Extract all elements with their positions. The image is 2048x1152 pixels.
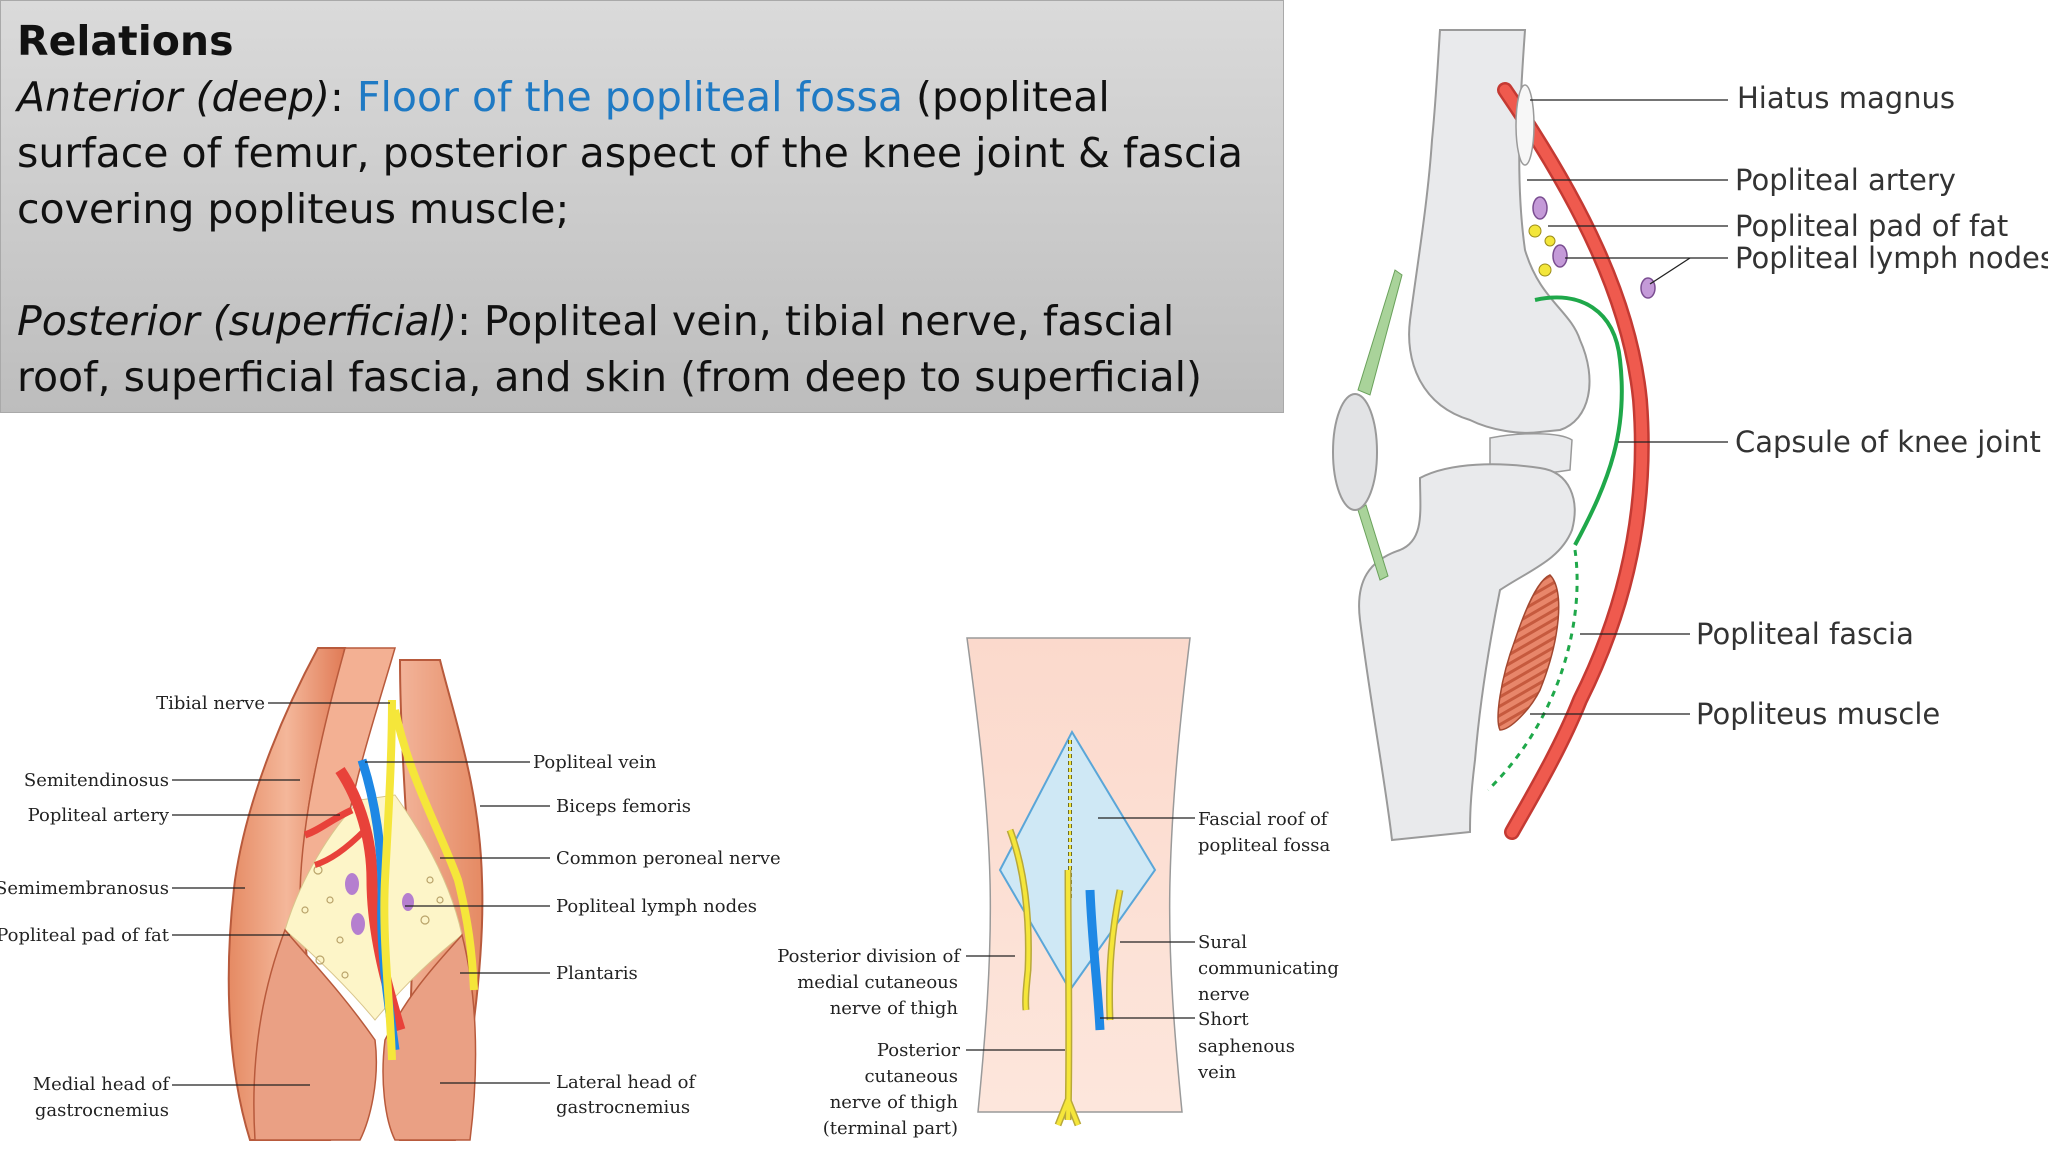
fossa-lymph-node: [345, 873, 359, 895]
popliteus: [1497, 574, 1560, 731]
femur: [1408, 29, 1591, 434]
fat-lobule: [1538, 263, 1552, 277]
knee-capsule: [1534, 295, 1624, 546]
label-semitendinosus: Semitendinosus: [24, 770, 169, 791]
fossa-lymph-node: [402, 893, 414, 911]
anterior-label: Anterior (deep): [17, 73, 331, 121]
label-popliteal-vein: Popliteal vein: [533, 752, 657, 773]
fat-lobule: [1528, 224, 1542, 238]
label-popliteal-artery: Popliteal artery: [28, 805, 170, 826]
patella: [1332, 393, 1378, 511]
anterior-paragraph: Anterior (deep): Floor of the popliteal …: [17, 69, 1267, 237]
label-posterior-division-3: nerve of thigh: [830, 998, 959, 1019]
label-posterior-cutaneous-4: (terminal part): [823, 1118, 958, 1139]
label-popliteus-muscle: Popliteus muscle: [1696, 697, 1940, 731]
medial-gastrocnemius: [253, 928, 378, 1141]
relations-textbox: Relations Anterior (deep): Floor of the …: [0, 0, 1284, 413]
posterior-rest: : Popliteal vein, tibial nerve, fascial …: [17, 297, 1202, 401]
label-semimembranosus: Semimembranosus: [0, 878, 169, 899]
label-posterior-cutaneous-3: nerve of thigh: [830, 1092, 959, 1113]
sagittal-lymph-node: [1640, 277, 1656, 299]
label-sagittal-popliteal-artery: Popliteal artery: [1735, 163, 1956, 197]
label-lateral-head-2: gastrocnemius: [556, 1097, 690, 1118]
label-short-3: vein: [1197, 1062, 1237, 1083]
sagittal-lymph-node: [1552, 244, 1568, 268]
label-sural-3: nerve: [1198, 984, 1250, 1005]
fat-lobule: [1544, 235, 1556, 247]
label-biceps-femoris: Biceps femoris: [556, 796, 691, 817]
label-sagittal-lymph-nodes: Popliteal lymph nodes: [1735, 241, 2048, 275]
label-popliteal-pad-of-fat: Popliteal pad of fat: [0, 925, 170, 946]
label-fascial-roof-2: popliteal fossa: [1198, 835, 1330, 856]
label-tibial-nerve: Tibial nerve: [156, 693, 265, 714]
tibial-nerve: [380, 699, 396, 1061]
tibia: [1358, 463, 1576, 842]
common-peroneal-nerve: [391, 709, 478, 991]
roof-diagram: Fascial roof of popliteal fossa Posterio…: [777, 637, 1339, 1139]
label-popliteal-fascia: Popliteal fascia: [1696, 617, 1914, 651]
label-capsule-of-knee-joint: Capsule of knee joint: [1735, 425, 2041, 459]
label-fascial-roof-1: Fascial roof of: [1198, 809, 1329, 830]
label-sural-2: communicating: [1198, 958, 1339, 979]
label-sagittal-pad-of-fat: Popliteal pad of fat: [1735, 209, 2008, 243]
label-popliteal-lymph-nodes: Popliteal lymph nodes: [556, 896, 757, 917]
label-hiatus-magnus: Hiatus magnus: [1737, 81, 1955, 115]
short-saphenous-vein: [1085, 889, 1105, 1031]
posterior-paragraph: Posterior (superficial): Popliteal vein,…: [17, 293, 1267, 405]
label-sural-1: Sural: [1198, 932, 1247, 953]
anterior-highlight: Floor of the popliteal fossa: [356, 73, 903, 121]
label-posterior-division-1: Posterior division of: [777, 946, 961, 967]
label-posterior-division-2: medial cutaneous: [797, 972, 958, 993]
label-short-1: Short: [1198, 1009, 1249, 1030]
sagittal-lymph-node: [1532, 196, 1548, 220]
posterior-label: Posterior (superficial): [17, 297, 458, 345]
label-posterior-cutaneous-1: Posterior: [877, 1040, 961, 1061]
label-posterior-cutaneous-2: cutaneous: [864, 1066, 958, 1087]
popliteal-fascia: [1486, 549, 1579, 792]
lateral-gastrocnemius: [382, 933, 477, 1141]
label-lateral-head-1: Lateral head of: [556, 1072, 696, 1093]
label-common-peroneal-nerve: Common peroneal nerve: [556, 848, 781, 869]
anterior-rest: (popliteal surface of femur, posterior a…: [17, 73, 1244, 233]
anterior-sep: :: [330, 73, 357, 121]
label-plantaris: Plantaris: [556, 963, 638, 984]
label-short-2: saphenous: [1198, 1036, 1295, 1057]
relations-title: Relations: [17, 17, 234, 65]
fossa-lymph-node: [351, 913, 365, 935]
label-medial-head-1: Medial head of: [33, 1074, 171, 1095]
label-medial-head-2: gastrocnemius: [35, 1100, 169, 1121]
sagittal-diagram: Hiatus magnus Popliteal artery Popliteal…: [1332, 29, 2048, 842]
fossa-diagram: Tibial nerve Semitendinosus Popliteal ar…: [0, 647, 781, 1141]
